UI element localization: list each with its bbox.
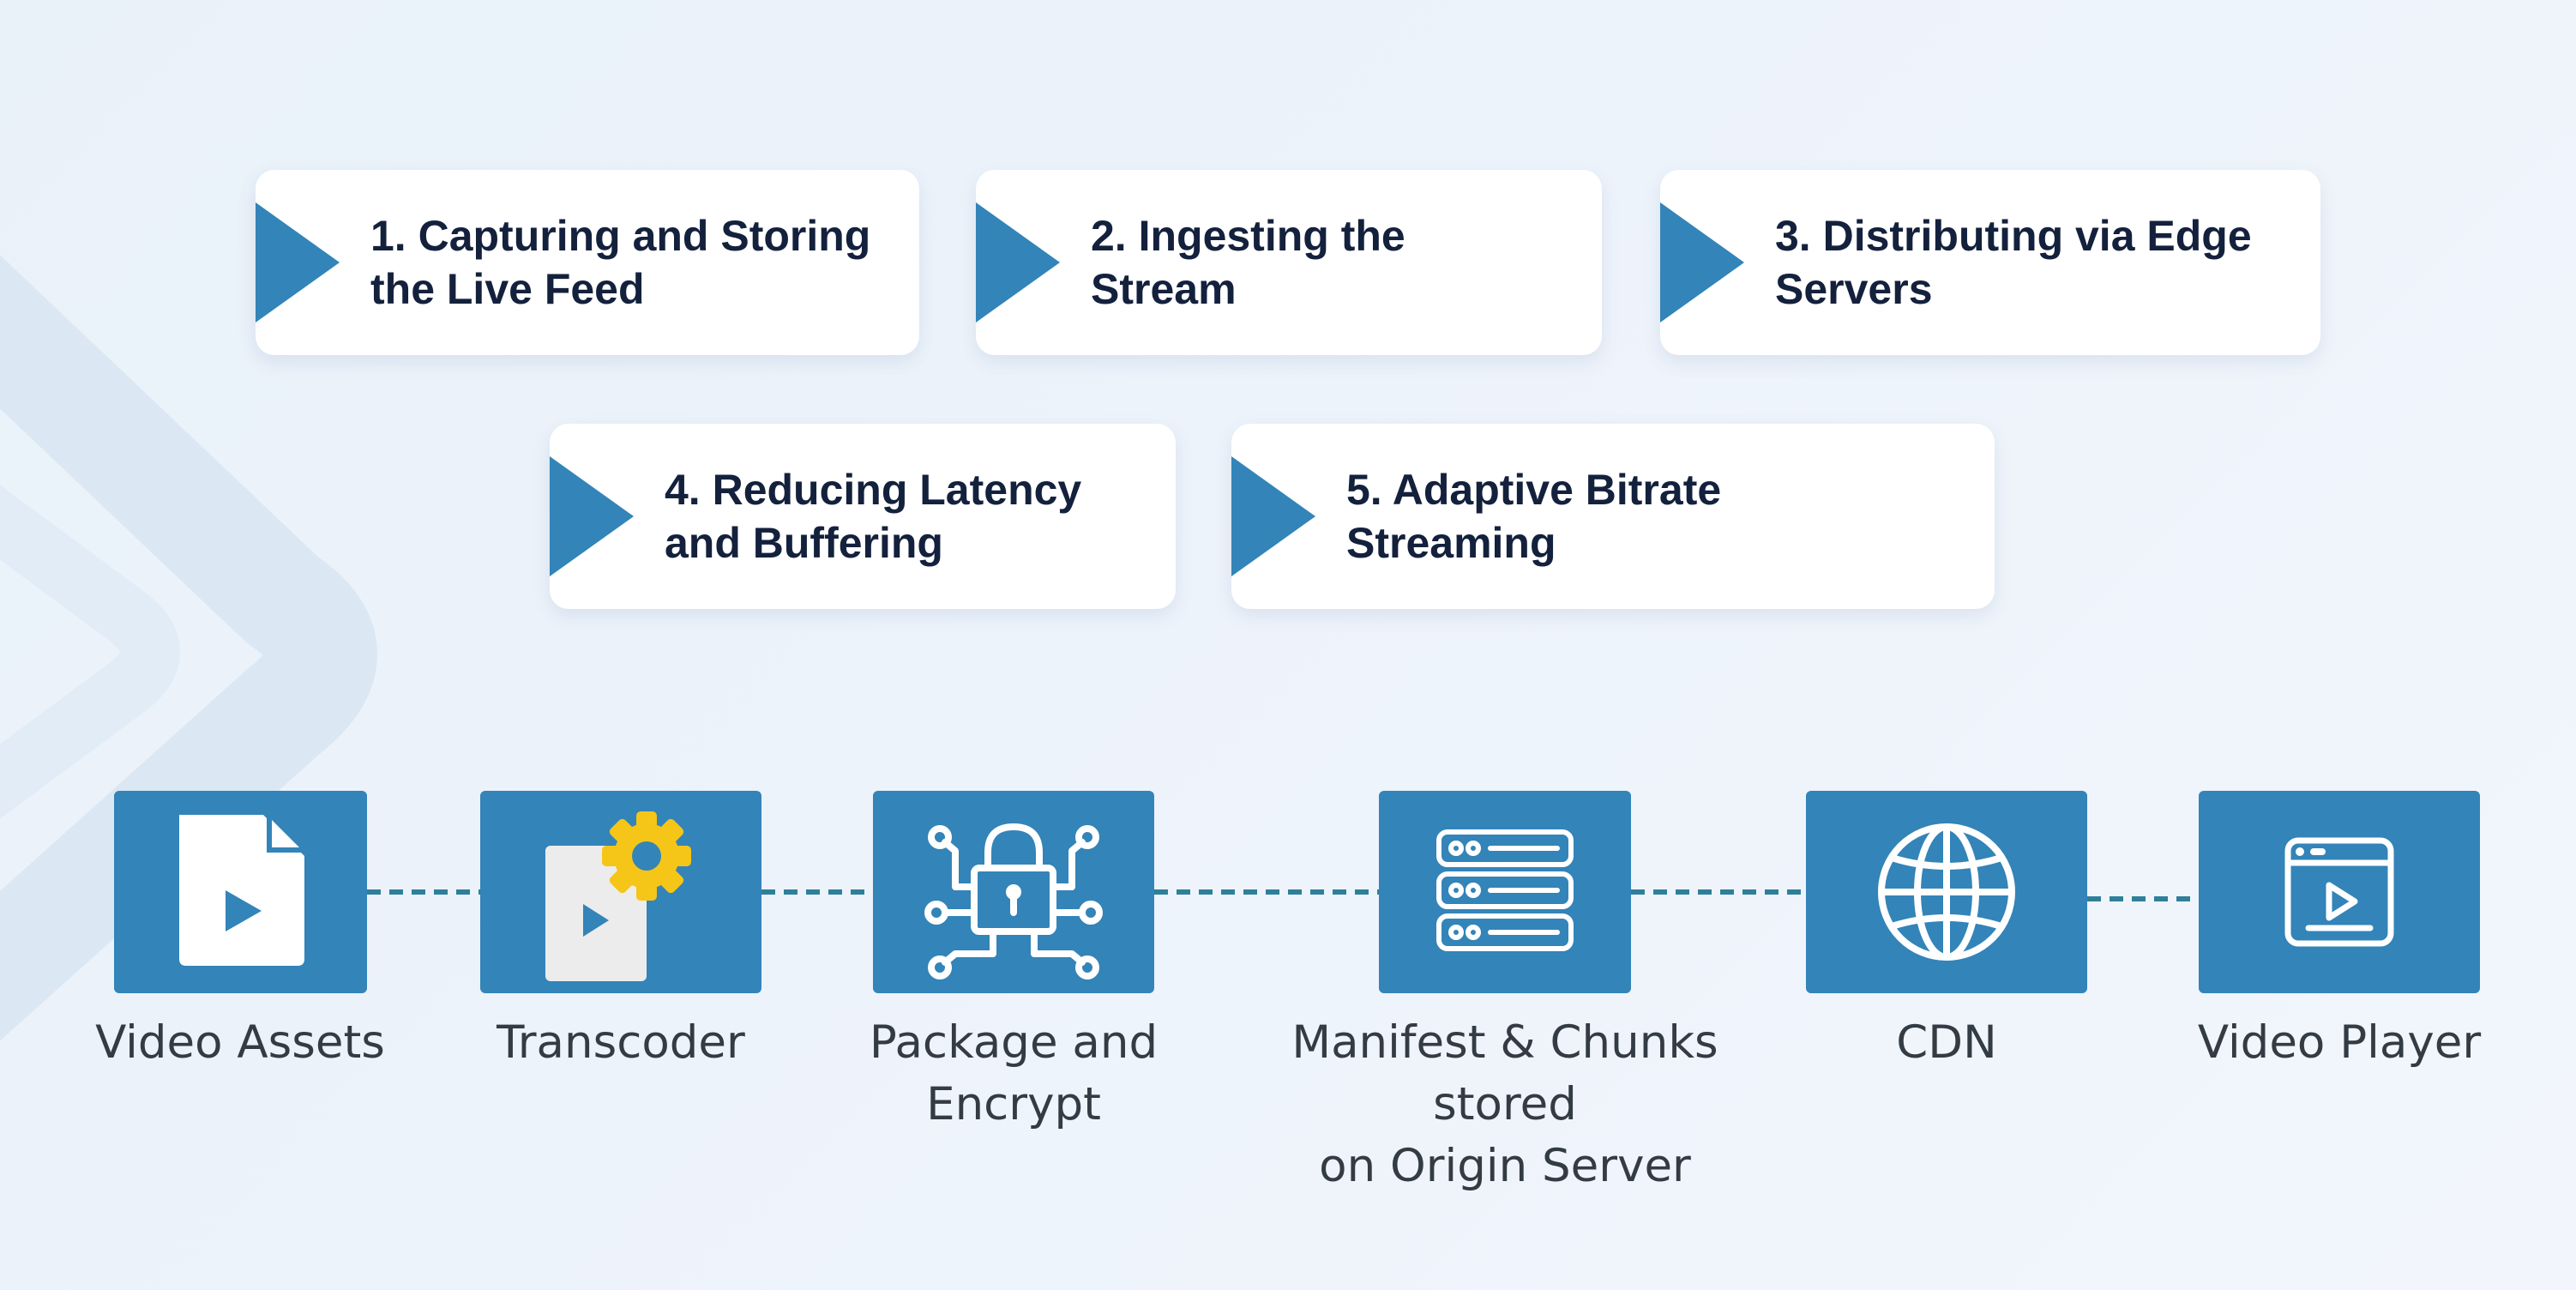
- step-card-4: 4. Reducing Latency and Buffering: [550, 424, 1176, 609]
- browser-play-icon: [2284, 837, 2394, 947]
- node-label-transcoder: Transcoder: [497, 1016, 745, 1069]
- step-card-1: 1. Capturing and Storing the Live Feed: [256, 170, 919, 355]
- node-label-video-player: Video Player: [2197, 1016, 2482, 1069]
- step-card-2: 2. Ingesting the Stream: [976, 170, 1602, 355]
- step-label: 5. Adaptive Bitrate Streaming: [1346, 466, 1722, 567]
- video-file-icon: [179, 815, 304, 966]
- node-label-package-encrypt: Package and Encrypt: [869, 1016, 1159, 1130]
- step-card-5: 5. Adaptive Bitrate Streaming: [1231, 424, 1995, 609]
- node-origin-server: [1379, 791, 1631, 993]
- node-label-origin-server: Manifest & Chunks stored on Origin Serve…: [1291, 1016, 1718, 1192]
- node-video-assets: [114, 791, 367, 993]
- file-gear-icon: [545, 811, 691, 981]
- node-package-encrypt: [873, 791, 1154, 993]
- step-label: 2. Ingesting the Stream: [1091, 212, 1405, 313]
- node-video-player: [2199, 791, 2480, 993]
- play-arrow-icon: [550, 456, 634, 576]
- step-card-3: 3. Distributing via Edge Servers: [1660, 170, 2320, 355]
- node-cdn: [1806, 791, 2087, 993]
- globe-icon: [1878, 823, 2015, 961]
- step-label: 4. Reducing Latency and Buffering: [665, 466, 1082, 567]
- node-label-cdn: CDN: [1896, 1016, 1997, 1069]
- play-arrow-icon: [1231, 456, 1315, 576]
- play-arrow-icon: [976, 202, 1060, 322]
- step-label: 3. Distributing via Edge Servers: [1775, 212, 2252, 313]
- lock-circuit-icon: [924, 823, 1103, 980]
- node-label-video-assets: Video Assets: [95, 1016, 385, 1069]
- step-label: 1. Capturing and Storing the Live Feed: [370, 212, 871, 313]
- server-stack-icon: [1436, 829, 1574, 951]
- node-transcoder: [480, 791, 761, 993]
- play-arrow-icon: [256, 202, 340, 322]
- play-arrow-icon: [1660, 202, 1744, 322]
